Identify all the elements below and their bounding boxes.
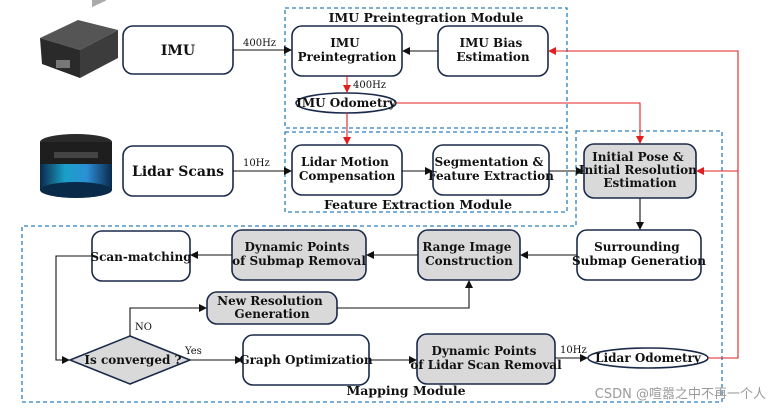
- lidar-rate-label: 10Hz: [243, 158, 270, 169]
- imu-preintegration-module-frame: [284, 7, 568, 129]
- graph-optimization-label: Graph Optimization: [239, 353, 373, 367]
- mapping-module-frame: [21, 130, 723, 403]
- range-image-construction-label: Range Image Construction: [422, 240, 515, 268]
- mapping-module-title: Mapping Module: [346, 383, 465, 398]
- feature-extraction-module-title: Feature Extraction Module: [324, 197, 512, 212]
- feedback-edges: [343, 47, 739, 359]
- initial-pose-estimation-label: Initial Pose & Initial Resolution Estima…: [579, 150, 701, 190]
- yes-branch-label: Yes: [184, 346, 202, 357]
- no-branch-label: NO: [135, 322, 152, 333]
- imu-bias-estimation-label: IMU Bias Estimation: [456, 36, 530, 64]
- flow-edges: [55, 46, 644, 364]
- dynamic-points-lidar-scan-removal-node: [416, 333, 556, 385]
- segmentation-feature-extraction-node: [432, 144, 550, 196]
- segmentation-feature-extraction-label: Segmentation & Feature Extraction: [428, 155, 554, 183]
- imu-odometry-label: IMU Odometry: [296, 96, 397, 110]
- imu-preintegration-label: IMU Preintegration: [298, 36, 397, 64]
- is-converged-label: Is converged ?: [84, 353, 181, 367]
- is-converged-decision-node: [67, 335, 193, 385]
- lidar-motion-compensation-node: [291, 144, 403, 196]
- feature-extraction-module-frame: [284, 131, 568, 213]
- imu-node-label: IMU: [161, 43, 195, 59]
- surrounding-submap-generation-label: Surrounding Submap Generation: [572, 240, 706, 268]
- lidar-odometry-rate-label: 10Hz: [560, 345, 587, 356]
- imu-device-icon: [40, 0, 118, 78]
- dynamic-points-lidar-scan-removal-label: Dynamic Points of Lidar Scan Removal: [410, 344, 562, 372]
- lidar-odometry-label: Lidar Odometry: [595, 351, 702, 365]
- odometry-rate-label: 400Hz: [353, 80, 386, 91]
- watermark-text: CSDN @喧嚣之中不再一个人: [595, 387, 766, 402]
- lidar-device-icon: [40, 134, 112, 198]
- new-resolution-generation-label: New Resolution Generation: [217, 294, 327, 321]
- scan-matching-label: Scan-matching: [90, 250, 192, 264]
- dynamic-points-submap-removal-label: Dynamic Points of Submap Removal: [232, 240, 366, 268]
- imu-preintegration-module-title: IMU Preintegration Module: [329, 10, 524, 25]
- lidar-scans-node-label: Lidar Scans: [132, 164, 224, 180]
- lidar-motion-compensation-label: Lidar Motion Compensation: [299, 155, 396, 183]
- imu-rate-label: 400Hz: [243, 38, 276, 49]
